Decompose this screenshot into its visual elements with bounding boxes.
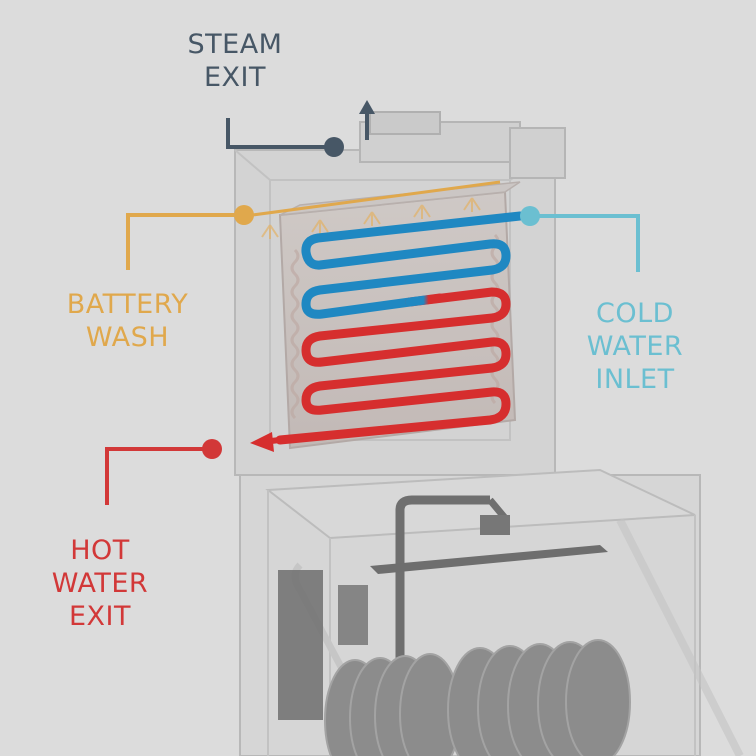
steam-exit-label-line2: EXIT [203, 62, 266, 93]
steam-exit-callout [226, 100, 375, 157]
cold-water-callout [520, 206, 640, 272]
wash-chamber [239, 468, 744, 756]
battery-wash-label-line2: WASH [85, 322, 170, 353]
cold-water-inlet-label-line1: COLD [596, 298, 674, 329]
cold-pipe-segment [301, 211, 525, 309]
hot-water-callout [105, 439, 222, 505]
hot-water-exit-label-line3: EXIT [68, 601, 131, 632]
dish-rack [324, 639, 631, 756]
steam-arrow-icon [359, 100, 375, 114]
coil-pipe [275, 211, 525, 445]
hot-water-exit-label-line2: WATER [51, 568, 149, 599]
hot-water-exit-label-line1: HOT [70, 535, 130, 566]
hot-pipe-segment [275, 287, 511, 445]
battery-wash-label: BATTERY WASH [40, 288, 215, 354]
battery-wash-callout [126, 205, 254, 270]
hot-exit-arrow [250, 432, 281, 452]
hot-water-exit-label: HOT WATER EXIT [30, 534, 170, 633]
steam-exit-label: STEAM EXIT [150, 28, 320, 94]
cold-water-inlet-label-line2: WATER [586, 331, 684, 362]
cold-water-inlet-label-line3: INLET [595, 364, 675, 395]
battery-wash-label-line1: BATTERY [66, 289, 189, 320]
cold-water-inlet-label: COLD WATER INLET [565, 297, 705, 396]
steam-exit-label-line1: STEAM [187, 29, 283, 60]
